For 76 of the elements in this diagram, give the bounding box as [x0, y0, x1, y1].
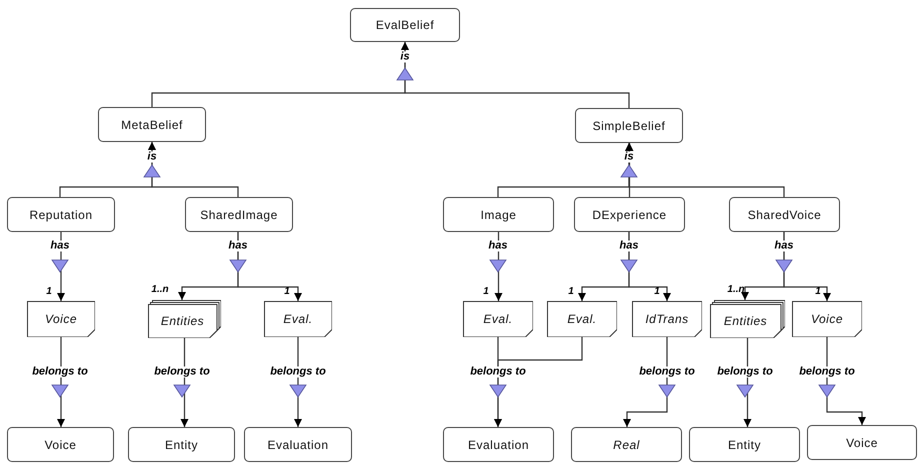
multiplicity-label: 1	[46, 287, 52, 297]
multiplicity-label: 1	[568, 287, 574, 297]
edge-label: belongs to	[638, 366, 696, 378]
relation-triangle	[229, 260, 247, 273]
document-shape: IdTrans	[632, 301, 702, 337]
class-box: Voice	[7, 427, 114, 462]
class-box: EvalBelief	[350, 8, 460, 42]
class-box: SharedImage	[185, 197, 293, 232]
connector-arrow	[294, 337, 302, 427]
relation-triangle	[736, 384, 754, 398]
edge-label: has	[488, 240, 508, 252]
relation-triangle	[173, 384, 191, 398]
relation-triangle	[620, 164, 638, 178]
edge-label: has	[618, 240, 640, 252]
document-shape: Eval.	[463, 301, 533, 337]
relation-triangle	[620, 260, 638, 273]
class-box: DExperience	[574, 197, 685, 232]
class-box: Reputation	[7, 197, 115, 232]
document-stack-shape: Entities	[710, 300, 785, 338]
document-shape: Voice	[792, 301, 862, 337]
class-box: Entity	[128, 427, 235, 462]
connector-arrow	[180, 338, 188, 427]
relation-triangle	[143, 164, 161, 178]
edge-label: belongs to	[469, 366, 527, 378]
connector-arrow	[57, 232, 65, 301]
multiplicity-label: 1..n	[151, 285, 169, 295]
connector-arrow	[401, 42, 630, 108]
class-box: Evaluation	[443, 427, 554, 462]
document-shape: Voice	[27, 301, 95, 337]
multiplicity-label: 1	[284, 287, 290, 297]
edge-label: belongs to	[798, 366, 856, 378]
connector-arrow	[148, 142, 239, 197]
edge-label: has	[50, 240, 70, 252]
multiplicity-label: 1	[815, 287, 821, 297]
class-box: Entity	[689, 427, 800, 462]
relation-triangle	[396, 67, 414, 80]
connector-arrow	[494, 337, 583, 427]
connector-arrow	[237, 232, 302, 301]
edge-label: is	[146, 152, 158, 162]
relation-triangle	[51, 384, 69, 398]
edge-label: belongs to	[31, 366, 89, 378]
edge-label: is	[399, 52, 411, 62]
connector-arrow	[57, 337, 65, 427]
connector-arrow	[494, 232, 502, 301]
class-box: Real	[571, 427, 682, 462]
relation-triangle	[818, 384, 836, 398]
edge-label: belongs to	[153, 366, 211, 378]
edge-label: has	[228, 240, 248, 252]
class-box: SharedVoice	[729, 197, 840, 232]
class-box: SimpleBelief	[575, 108, 683, 143]
document-shape: Eval.	[264, 301, 332, 337]
class-box: MetaBelief	[98, 107, 206, 142]
document-shape: Eval.	[547, 301, 617, 337]
relation-triangle	[51, 260, 69, 273]
connector-arrow	[826, 337, 866, 425]
relation-triangle	[489, 260, 507, 273]
multiplicity-label: 1..n	[727, 285, 745, 295]
document-stack-shape: Entities	[148, 300, 221, 338]
connector-arrow	[623, 337, 668, 427]
multiplicity-label: 1	[483, 287, 489, 297]
edge-label: has	[774, 240, 794, 252]
edge-label: is	[623, 152, 635, 162]
edge-label: belongs to	[716, 366, 774, 378]
relation-triangle	[658, 384, 676, 398]
connector-arrow	[628, 232, 671, 301]
connector-arrow	[625, 143, 785, 197]
class-box: Image	[443, 197, 554, 232]
relation-triangle	[489, 384, 507, 398]
connector-arrow	[744, 338, 752, 427]
class-box: Voice	[807, 425, 917, 460]
multiplicity-label: 1	[654, 287, 660, 297]
relation-triangle	[775, 260, 793, 273]
edge-label: belongs to	[269, 366, 327, 378]
relation-triangle	[289, 384, 307, 398]
class-box: Evaluation	[244, 427, 352, 462]
connector-arrow	[783, 232, 831, 301]
